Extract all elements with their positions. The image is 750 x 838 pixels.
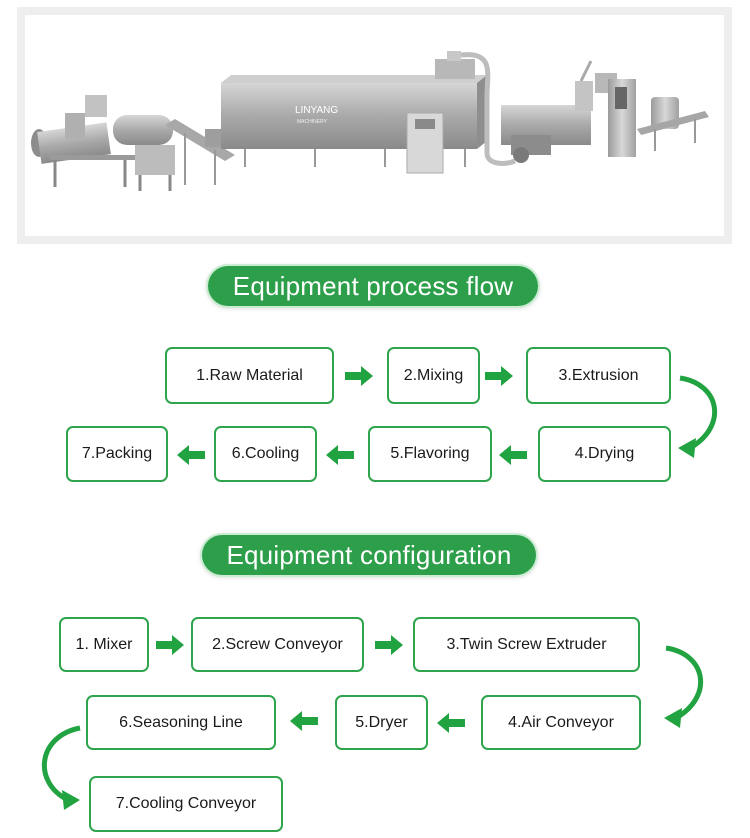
config-step-cooling-conveyor: 7.Cooling Conveyor [89,776,283,832]
process-flow-title: Equipment process flow [208,266,538,306]
mixer [637,97,709,151]
process-step-drying: 4.Drying [538,426,671,482]
process-step-packing: 7.Packing [66,426,168,482]
curved-arrow-icon [662,640,712,730]
process-step-mixing: 2.Mixing [387,347,480,404]
arrow-left-icon [290,711,320,731]
machine-brand-label: LINYANG [295,105,338,116]
process-step-flavoring: 5.Flavoring [368,426,492,482]
configuration-title: Equipment configuration [202,535,536,575]
machine-brand-sub-label: MACHINERY [297,119,328,125]
process-step-raw-material: 1.Raw Material [165,347,334,404]
production-line-illustration: LINYANG MACHINERY [31,51,709,191]
arrow-left-icon [437,713,467,733]
arrow-right-icon [345,366,375,386]
config-step-screw-conveyor: 2.Screw Conveyor [191,617,364,672]
production-line-photo-frame: LINYANG MACHINERY [17,7,732,244]
process-step-extrusion: 3.Extrusion [526,347,671,404]
arrow-right-icon [485,366,515,386]
arrow-right-icon [156,635,186,655]
curved-arrow-icon [676,370,726,460]
seasoning-drum [31,95,135,187]
arrow-left-icon [499,445,529,465]
twin-screw-extruder [501,60,636,163]
dryer-oven: LINYANG MACHINERY [205,51,487,174]
config-step-mixer: 1. Mixer [59,617,149,672]
process-step-cooling: 6.Cooling [214,426,317,482]
seasoning-drum-2 [113,115,175,191]
config-step-air-conveyor: 4.Air Conveyor [481,695,641,750]
curved-arrow-icon [34,722,84,812]
arrow-left-icon [326,445,356,465]
incline-conveyor [165,119,235,185]
config-step-seasoning-line: 6.Seasoning Line [86,695,276,750]
production-line-photo: LINYANG MACHINERY [25,15,724,236]
arrow-right-icon [375,635,405,655]
arrow-left-icon [177,445,207,465]
config-step-dryer: 5.Dryer [335,695,428,750]
config-step-twin-screw-extruder: 3.Twin Screw Extruder [413,617,640,672]
air-conveyor-pipe [460,52,516,166]
